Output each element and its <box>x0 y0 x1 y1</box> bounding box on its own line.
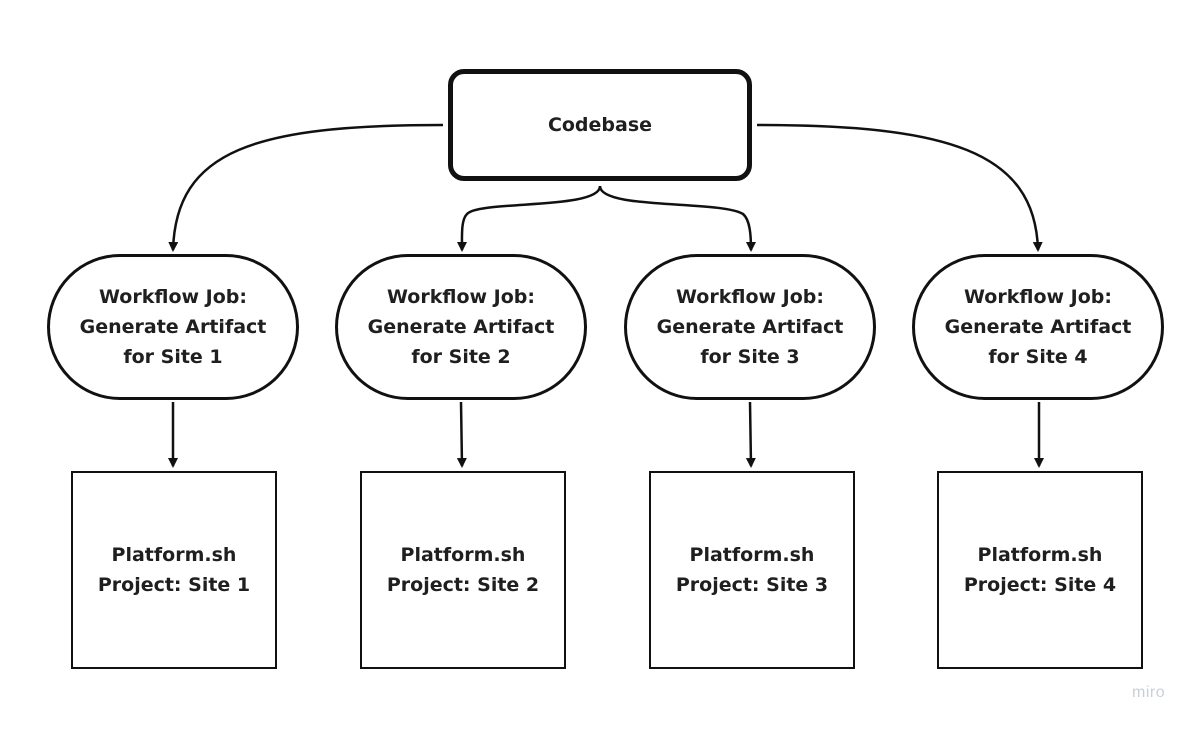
connector-codebase-to-job-2 <box>456 185 602 252</box>
platform-project-label: Platform.sh Project: Site 4 <box>963 544 1117 596</box>
workflow-job-label: Workflow Job: Generate Artifact for Site… <box>79 286 267 368</box>
connector-codebase-to-job-1 <box>168 123 444 252</box>
workflow-job-node-site-2[interactable]: Workflow Job: Generate Artifact for Site… <box>335 254 587 400</box>
platform-project-node-site-1[interactable]: Platform.sh Project: Site 1 <box>71 471 277 669</box>
platform-project-node-site-2[interactable]: Platform.sh Project: Site 2 <box>360 471 566 669</box>
codebase-node[interactable]: Codebase <box>448 69 752 181</box>
workflow-job-node-site-1[interactable]: Workflow Job: Generate Artifact for Site… <box>47 254 299 400</box>
workflow-job-label: Workflow Job: Generate Artifact for Site… <box>367 286 555 368</box>
connector-codebase-to-job-4 <box>756 123 1043 252</box>
workflow-job-node-site-3[interactable]: Workflow Job: Generate Artifact for Site… <box>624 254 876 400</box>
platform-project-node-site-4[interactable]: Platform.sh Project: Site 4 <box>937 471 1143 669</box>
codebase-label: Codebase <box>547 114 653 136</box>
workflow-job-label: Workflow Job: Generate Artifact for Site… <box>656 286 844 368</box>
platform-project-label: Platform.sh Project: Site 3 <box>675 544 829 596</box>
workflow-job-label: Workflow Job: Generate Artifact for Site… <box>944 286 1132 368</box>
miro-watermark: miro <box>1132 684 1166 701</box>
connector-job-3-to-project-3 <box>745 401 756 468</box>
connector-codebase-to-job-3 <box>598 185 756 252</box>
workflow-job-node-site-4[interactable]: Workflow Job: Generate Artifact for Site… <box>912 254 1164 400</box>
connector-job-2-to-project-2 <box>456 401 467 468</box>
platform-project-node-site-3[interactable]: Platform.sh Project: Site 3 <box>649 471 855 669</box>
platform-project-label: Platform.sh Project: Site 2 <box>386 544 540 596</box>
platform-project-label: Platform.sh Project: Site 1 <box>97 544 251 596</box>
